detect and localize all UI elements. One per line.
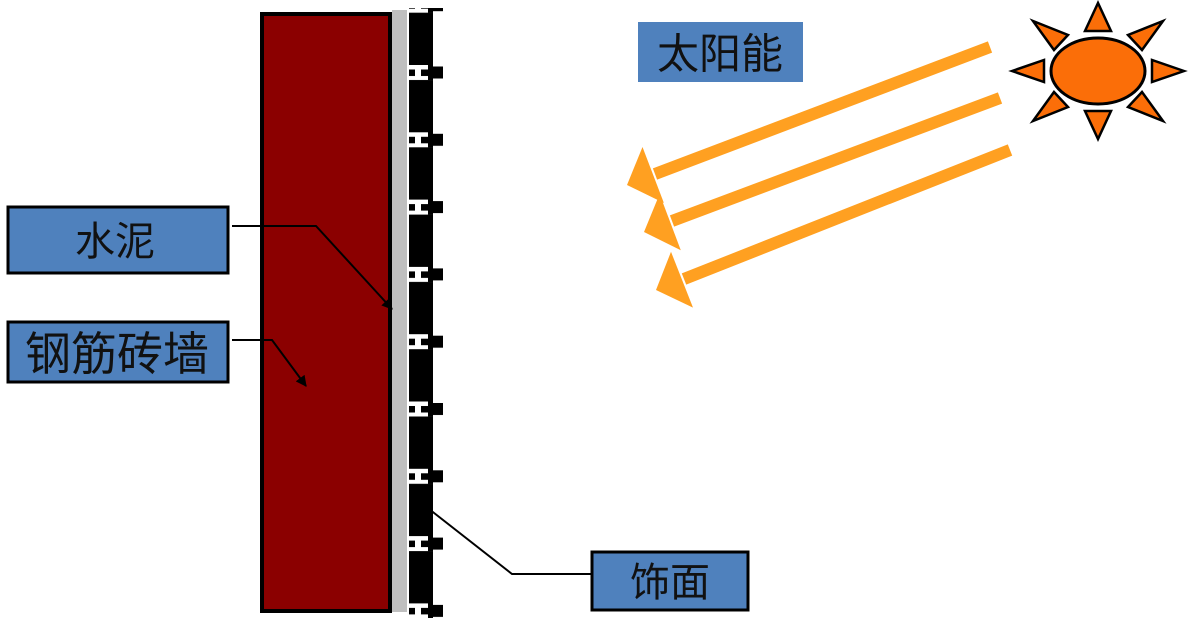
facing-label-text: 饰面 (630, 561, 710, 605)
facing-label: 饰面 (590, 550, 750, 612)
leader-lines (232, 225, 598, 575)
arrow-head (656, 251, 693, 308)
sun-ray-n (1083, 0, 1113, 33)
arrow-shaft (652, 41, 993, 180)
solar-ray-arrows (627, 41, 1013, 308)
brick-wall-label-box (6, 320, 230, 384)
cement-leader-line (232, 225, 393, 310)
sun-ray-se (1125, 90, 1167, 124)
arrow-shaft (681, 144, 1013, 285)
brick-wall-layer (260, 12, 392, 613)
solar-ray-arrow-2 (644, 92, 1003, 251)
sun-icon (1008, 0, 1188, 142)
arrow-head (644, 194, 681, 251)
solar-ray-arrow-3 (656, 144, 1013, 308)
arrow-shaft (669, 92, 1003, 227)
solar-energy-label-text: 太阳能 (657, 31, 783, 78)
facing-layer (409, 8, 447, 618)
cement-label: 水泥 (6, 205, 230, 275)
cement-layer (392, 10, 407, 612)
cement-label-text: 水泥 (75, 220, 155, 264)
solar-energy-label: 太阳能 (638, 22, 803, 82)
sun-core (1049, 36, 1147, 106)
cement-label-box (6, 205, 230, 275)
sun-ray-nw (1029, 18, 1071, 52)
facing-leader-line (428, 508, 598, 575)
brick-wall-label-text: 钢筋砖墙 (25, 328, 209, 380)
facing-label-box (590, 550, 750, 612)
brick-wall-leader-line (232, 339, 307, 387)
sun-ray-sw (1029, 90, 1071, 124)
arrow-head (627, 147, 664, 203)
sun-ray-s (1083, 109, 1113, 142)
solar-energy-label-box (638, 22, 803, 82)
sun-ray-ne (1125, 18, 1167, 52)
sun-ray-w (1008, 58, 1046, 84)
sun-ray-e (1150, 58, 1188, 84)
brick-wall-label: 钢筋砖墙 (6, 320, 230, 384)
solar-ray-arrow-1 (627, 41, 993, 203)
wall-assembly (260, 8, 447, 618)
